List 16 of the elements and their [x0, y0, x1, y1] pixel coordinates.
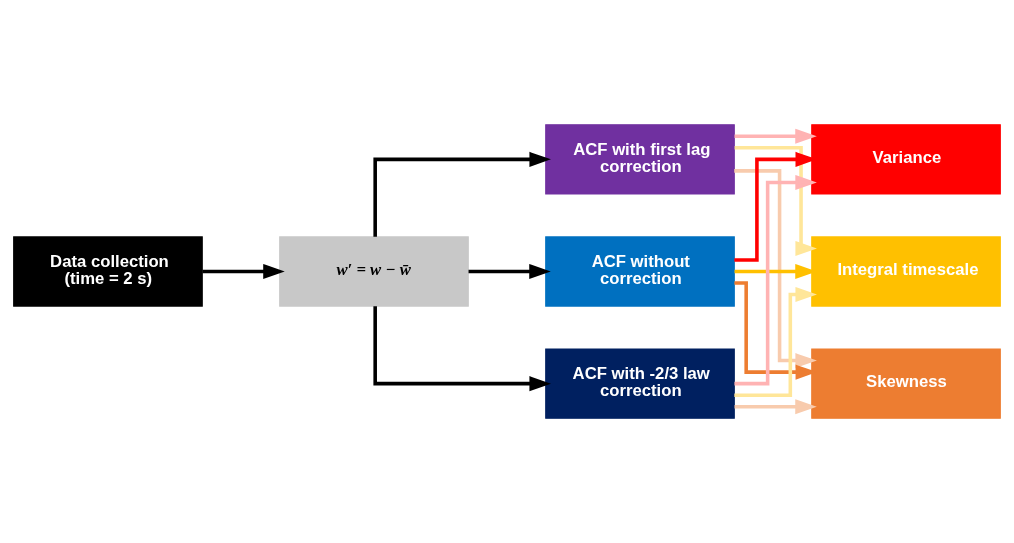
arrow — [468, 263, 551, 280]
arrow — [734, 281, 818, 380]
arrow — [734, 128, 817, 144]
arrow — [202, 263, 285, 280]
node-box: Skewness — [811, 348, 1001, 419]
node-box: ACF without correction — [545, 236, 735, 307]
node-box: Integral timescale — [811, 236, 1001, 307]
node-box: w′ = w − w̄ — [279, 236, 469, 307]
node-box: ACF with -2/3 law correction — [545, 348, 735, 419]
arrow — [734, 287, 817, 397]
node-box: ACF with first lag correction — [545, 124, 735, 195]
node-box: Data collection (time = 2 s) — [13, 236, 203, 307]
arrow — [373, 151, 551, 237]
node-box: Variance — [811, 124, 1001, 195]
arrow — [373, 306, 551, 392]
arrow — [734, 399, 817, 415]
